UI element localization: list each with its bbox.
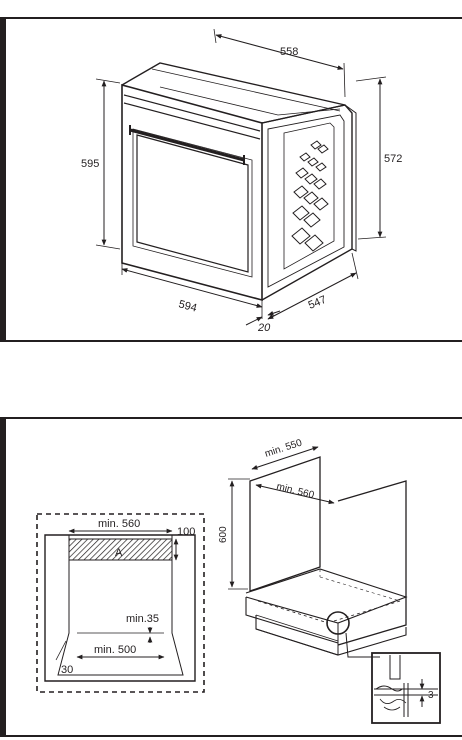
front-view: A min. 560 100 min.35 min. 500 30 [36, 513, 205, 693]
installation-drawing: A min. 560 100 min.35 min. 500 30 [36, 437, 441, 724]
dimension-label-20: 20 [257, 322, 271, 334]
dimension-label-547: 547 [307, 294, 329, 312]
cabinet-outline [44, 534, 196, 682]
side-vent-slots [291, 140, 329, 252]
top-gap-label: 100 [177, 526, 195, 538]
dimension-label-594: 594 [177, 298, 198, 314]
vent-area-a [68, 538, 173, 561]
cabinet-width-label: min. 560 [275, 481, 315, 501]
oven-body [121, 62, 357, 302]
dimension-label-558: 558 [280, 46, 298, 58]
panel-bottom-rule [0, 340, 462, 342]
dimension-label-572: 572 [384, 153, 402, 165]
oven-drawing: 558 595 572 594 547 [81, 28, 402, 334]
dimension-20: 20 [245, 310, 281, 334]
dimension-label-595: 595 [81, 158, 99, 170]
cabinet-depth-label: min. 550 [264, 437, 304, 459]
cabinet-height-label: 600 [218, 526, 229, 543]
vent-width-label: min. 500 [94, 644, 136, 656]
area-a-label: A [115, 547, 123, 559]
panel-top-rule [0, 417, 462, 419]
panel-accent-bar [0, 417, 6, 737]
cabinet-dimensions: min. 550 min. 560 600 [218, 437, 335, 590]
panel-top-rule [0, 17, 462, 19]
dimension-572: 572 [355, 76, 402, 240]
door-handle [129, 125, 245, 165]
cabinet-3d [245, 456, 408, 658]
panel-accent-bar [0, 17, 6, 342]
vent-height-label: min.35 [126, 613, 159, 625]
niche-outline-dashed [36, 513, 205, 693]
panel-bottom-rule [0, 735, 462, 737]
vent-side-label: 30 [61, 664, 73, 676]
dimension-595: 595 [81, 78, 121, 250]
detail-inset: 3 [371, 652, 441, 724]
front-width-label: min. 560 [98, 518, 140, 530]
dimension-558: 558 [213, 28, 346, 98]
installation-panel: A min. 560 100 min.35 min. 500 30 [0, 417, 462, 737]
detail-gap-label: 3 [428, 690, 434, 701]
dimension-594: 594 [121, 263, 263, 319]
oven-dimensions-panel: 558 595 572 594 547 [0, 17, 462, 342]
detail-frame [371, 652, 441, 724]
